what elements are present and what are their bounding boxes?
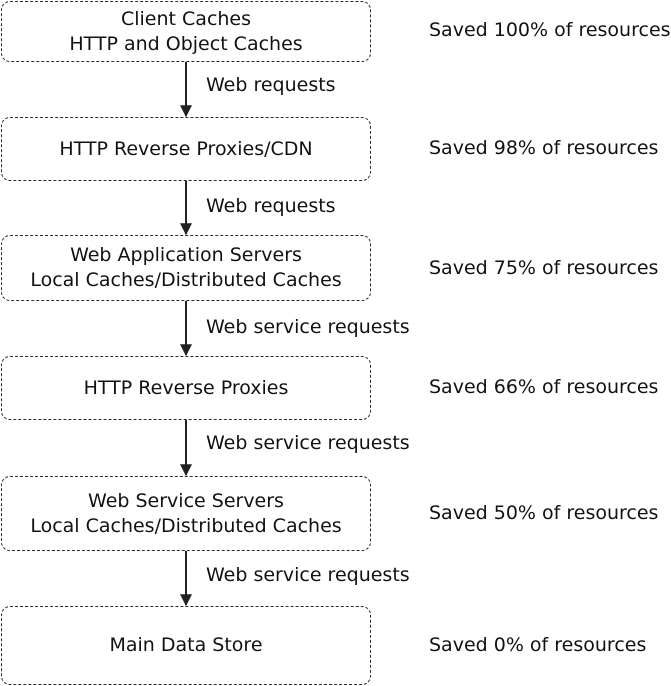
savings-label-web-application-servers: Saved 75% of resources (429, 257, 659, 279)
tier-box-web-application-servers: Web Application Servers Local Caches/Dis… (1, 235, 371, 301)
tier-box-web-service-servers: Web Service Servers Local Caches/Distrib… (1, 476, 371, 551)
tier-label-line: HTTP and Object Caches (69, 32, 303, 55)
tier-label-line: Main Data Store (109, 634, 263, 656)
edge-label-4: Web service requests (206, 432, 410, 454)
savings-label-http-reverse-proxies: Saved 66% of resources (429, 376, 659, 398)
savings-label-http-reverse-proxies-cdn: Saved 98% of resources (429, 137, 659, 159)
edge-label-3: Web service requests (206, 316, 410, 338)
edge-label-2: Web requests (206, 195, 336, 217)
tier-box-client-caches: Client Caches HTTP and Object Caches (1, 1, 371, 62)
tier-box-http-reverse-proxies: HTTP Reverse Proxies (1, 356, 371, 420)
tier-label-line: Local Caches/Distributed Caches (30, 269, 342, 291)
tier-box-http-reverse-proxies-cdn: HTTP Reverse Proxies/CDN (1, 117, 371, 181)
savings-label-main-data-store: Saved 0% of resources (429, 634, 647, 656)
tier-box-main-data-store: Main Data Store (1, 606, 371, 685)
tier-label-line: HTTP Reverse Proxies/CDN (59, 137, 313, 160)
edge-label-5: Web service requests (206, 564, 410, 586)
tier-label-line: Client Caches (120, 7, 252, 30)
tier-label-line: Local Caches/Distributed Caches (30, 514, 342, 537)
tier-label-line: Web Application Servers (70, 244, 302, 266)
tier-label-line: HTTP Reverse Proxies (83, 376, 289, 399)
savings-label-client-caches: Saved 100% of resources (429, 19, 671, 41)
edge-label-1: Web requests (206, 74, 336, 96)
tier-label-line: Web Service Servers (88, 489, 284, 512)
savings-label-web-service-servers: Saved 50% of resources (429, 502, 659, 524)
